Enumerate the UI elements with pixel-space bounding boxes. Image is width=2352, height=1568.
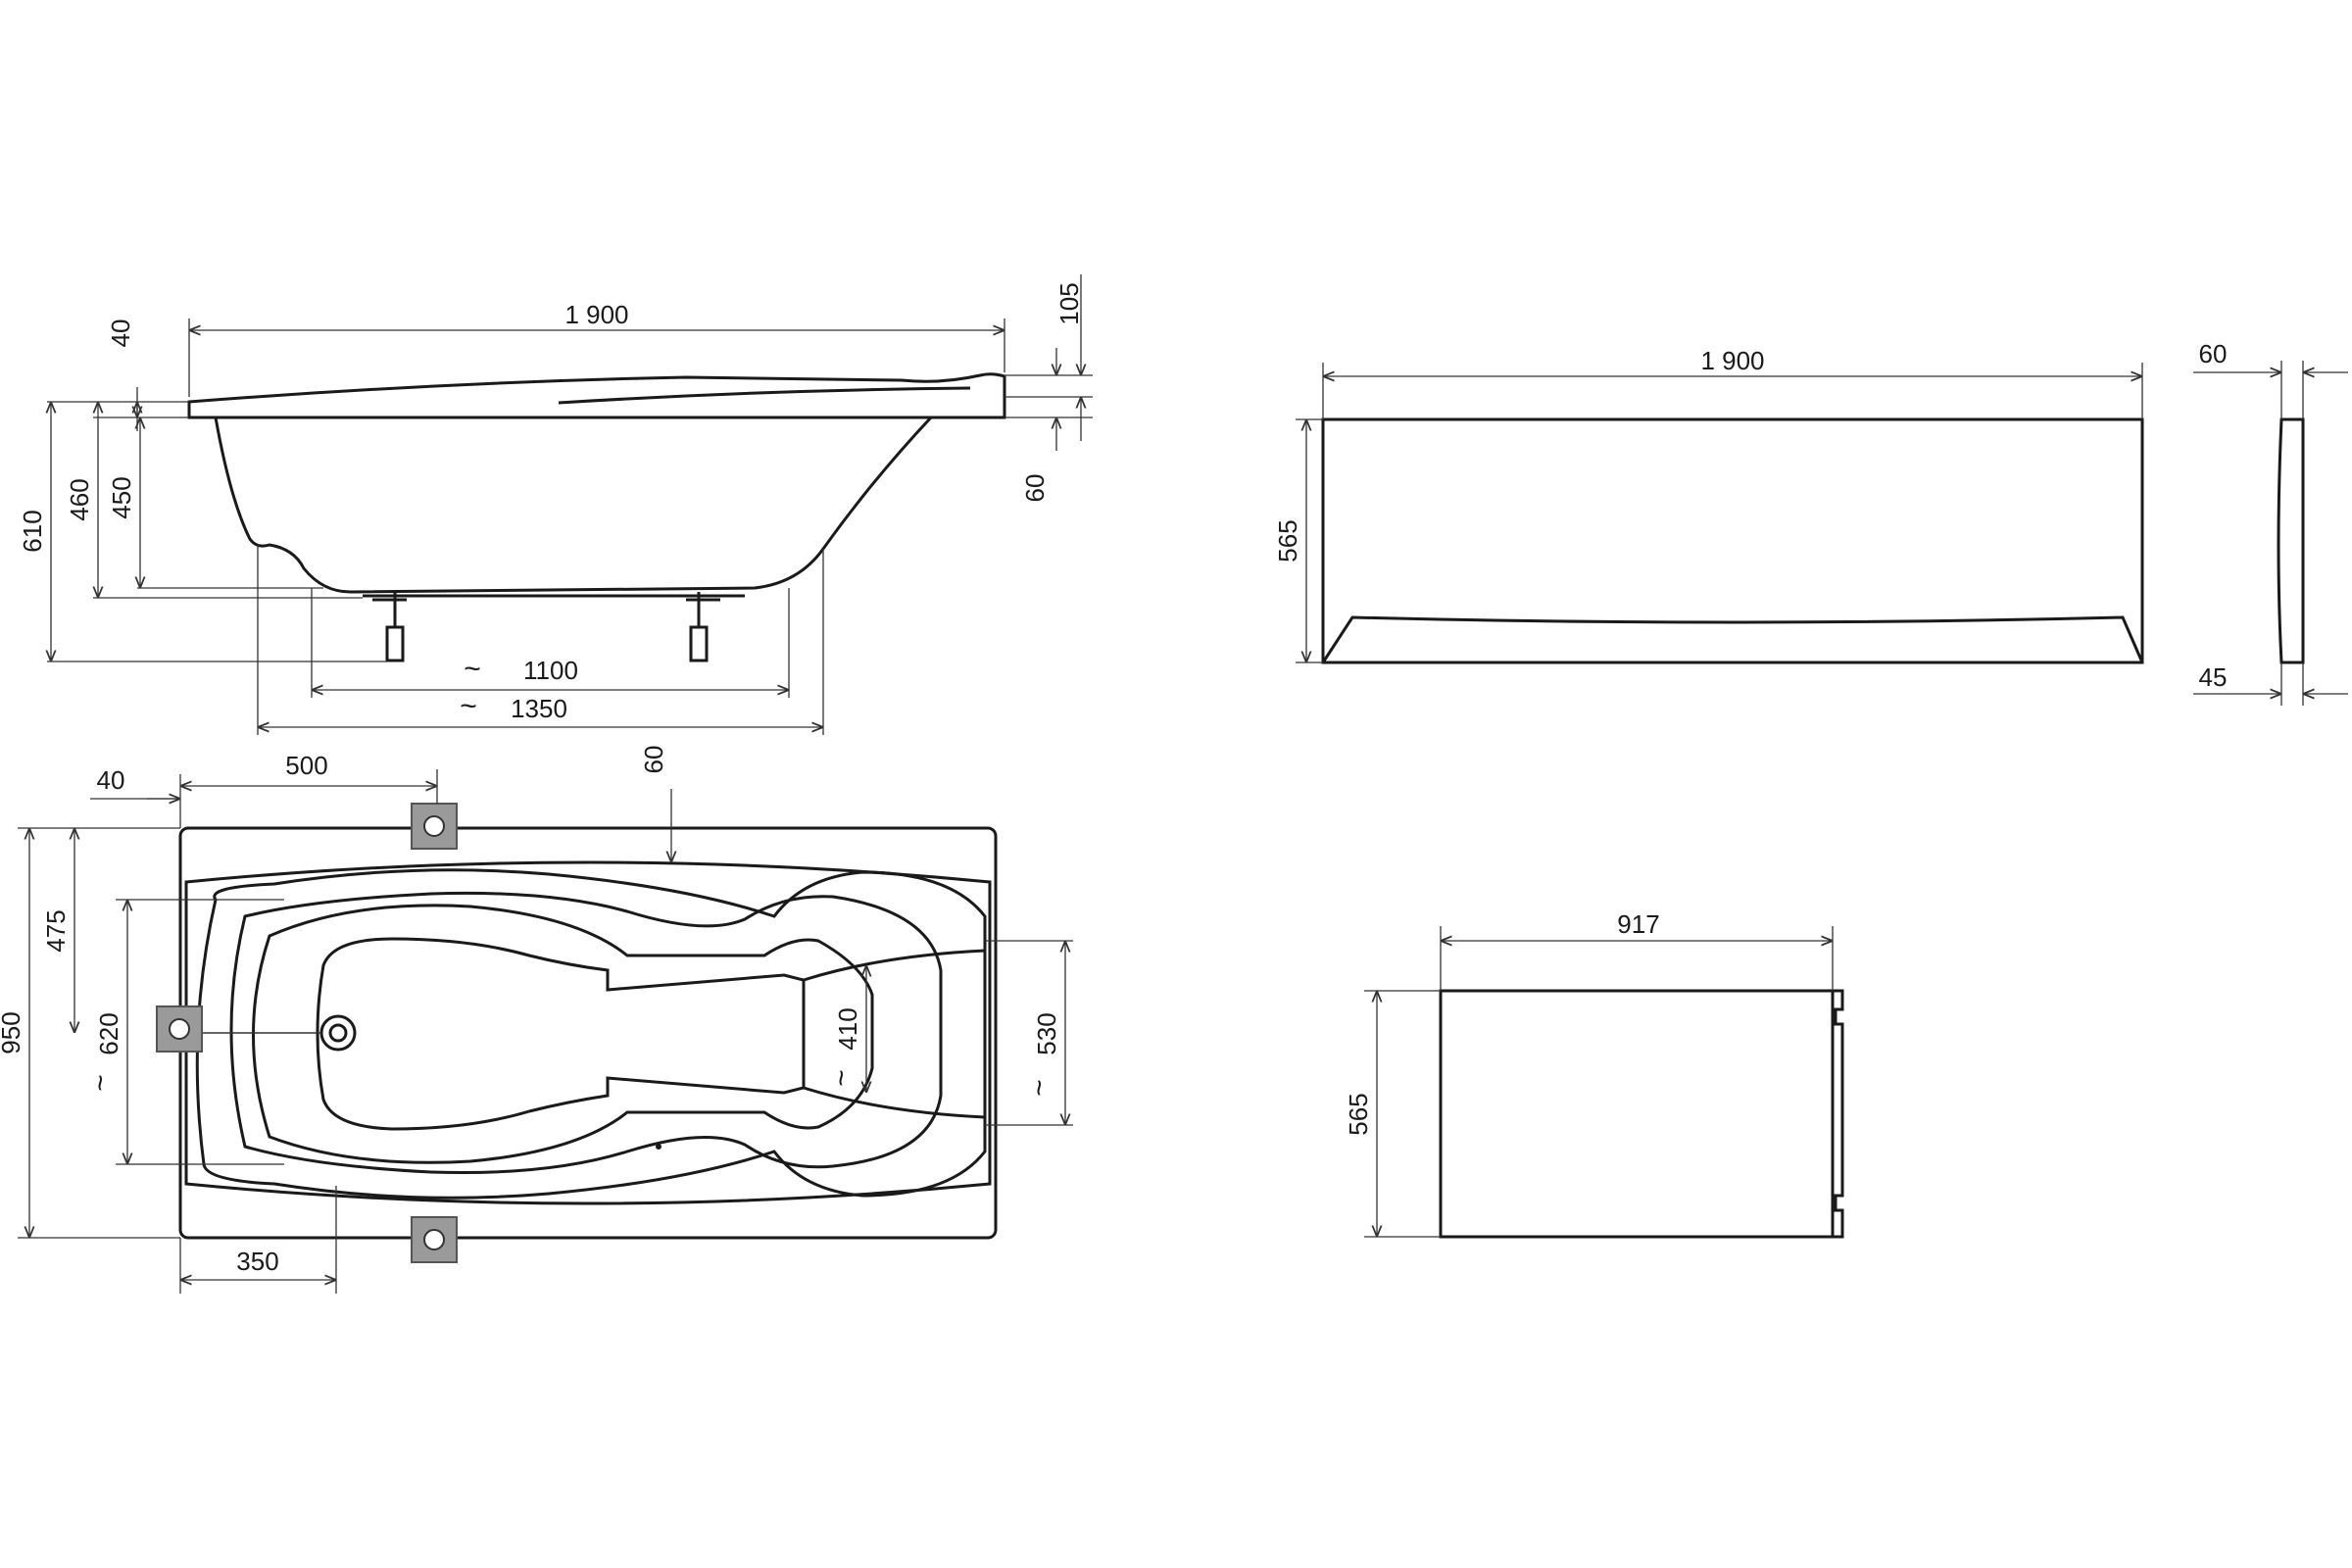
rim-inner-line <box>558 386 971 405</box>
dim-right-bottom-label: 60 <box>1020 474 1050 503</box>
front-panel-outline <box>1321 417 2144 664</box>
dim-panel-bottom-thickness-label: 45 <box>2199 662 2228 692</box>
dim-top-rim-label: 60 <box>639 746 668 774</box>
approx-sign-base: ~ <box>460 690 477 722</box>
dim-panel-top-thickness-label: 60 <box>2199 339 2228 368</box>
drain-outer <box>319 1014 357 1052</box>
dim-seat-width-label: 410 <box>833 1007 862 1050</box>
basin-outer <box>195 868 987 1200</box>
basin-mid <box>229 891 943 1175</box>
dim-width-label: 950 <box>0 1011 25 1054</box>
dim-end-panel-width-label: 917 <box>1617 909 1659 939</box>
dim-pad-position-label: 500 <box>285 751 327 780</box>
dim-length-label: 1 900 <box>564 300 628 329</box>
dim-legs-spacing-label: 1100 <box>523 656 578 685</box>
end-panel-outline <box>1439 989 1835 1239</box>
headrest-line <box>803 949 986 1119</box>
panel-side-profile <box>2277 417 2305 664</box>
approx-sign-legs: ~ <box>464 653 481 685</box>
adjustment-pad-left <box>156 1005 203 1053</box>
dim-total-height-label: 610 <box>18 510 47 552</box>
bathtub-rim-profile <box>187 372 1006 419</box>
adjustment-pad-bottom <box>411 1216 458 1263</box>
approx-sign-inner-width: ~ <box>84 1074 117 1092</box>
end-panel-edge <box>1833 989 1844 1239</box>
dim-half-width-label: 475 <box>41 909 71 952</box>
dim-outer-depth-label: 460 <box>65 478 94 520</box>
bathtub-body-profile <box>214 416 933 594</box>
dim-head-width-label: 530 <box>1032 1012 1061 1054</box>
approx-sign-head: ~ <box>1023 1079 1055 1097</box>
dim-end-panel-height-label: 565 <box>1344 1093 1373 1135</box>
dim-base-length-label: 1350 <box>511 694 567 723</box>
adjustment-pad-top <box>411 803 458 850</box>
top-view: 500 40 60 950 475 620 ~ 410 ~ 530 ~ 350 <box>0 746 1073 1294</box>
basin-floor <box>316 937 806 1131</box>
approx-sign-seat: ~ <box>825 1069 858 1087</box>
bathtub-rim-top <box>184 860 992 1205</box>
dim-inner-width-label: 620 <box>94 1012 123 1054</box>
side-view: 1 900 40 610 460 450 105 60 ~ 1100 <box>18 274 1093 735</box>
support-leg-left <box>372 592 407 662</box>
front-panel: 1 900 565 60 45 <box>1273 339 2348 706</box>
dim-inner-depth-label: 450 <box>107 476 136 518</box>
drain-inner <box>328 1023 348 1043</box>
dim-offset-label: 40 <box>97 765 125 795</box>
front-panel-plinth <box>1321 615 2144 663</box>
end-panel: 917 565 <box>1344 909 1844 1239</box>
support-leg-right <box>686 592 720 662</box>
dim-bottom-pad-label: 350 <box>236 1247 278 1276</box>
basin-inner <box>252 904 874 1164</box>
dim-panel-height-label: 565 <box>1273 519 1302 562</box>
dim-rim-label: 40 <box>106 319 135 348</box>
dim-right-top-label: 105 <box>1054 282 1084 324</box>
dim-panel-length-label: 1 900 <box>1700 346 1764 375</box>
